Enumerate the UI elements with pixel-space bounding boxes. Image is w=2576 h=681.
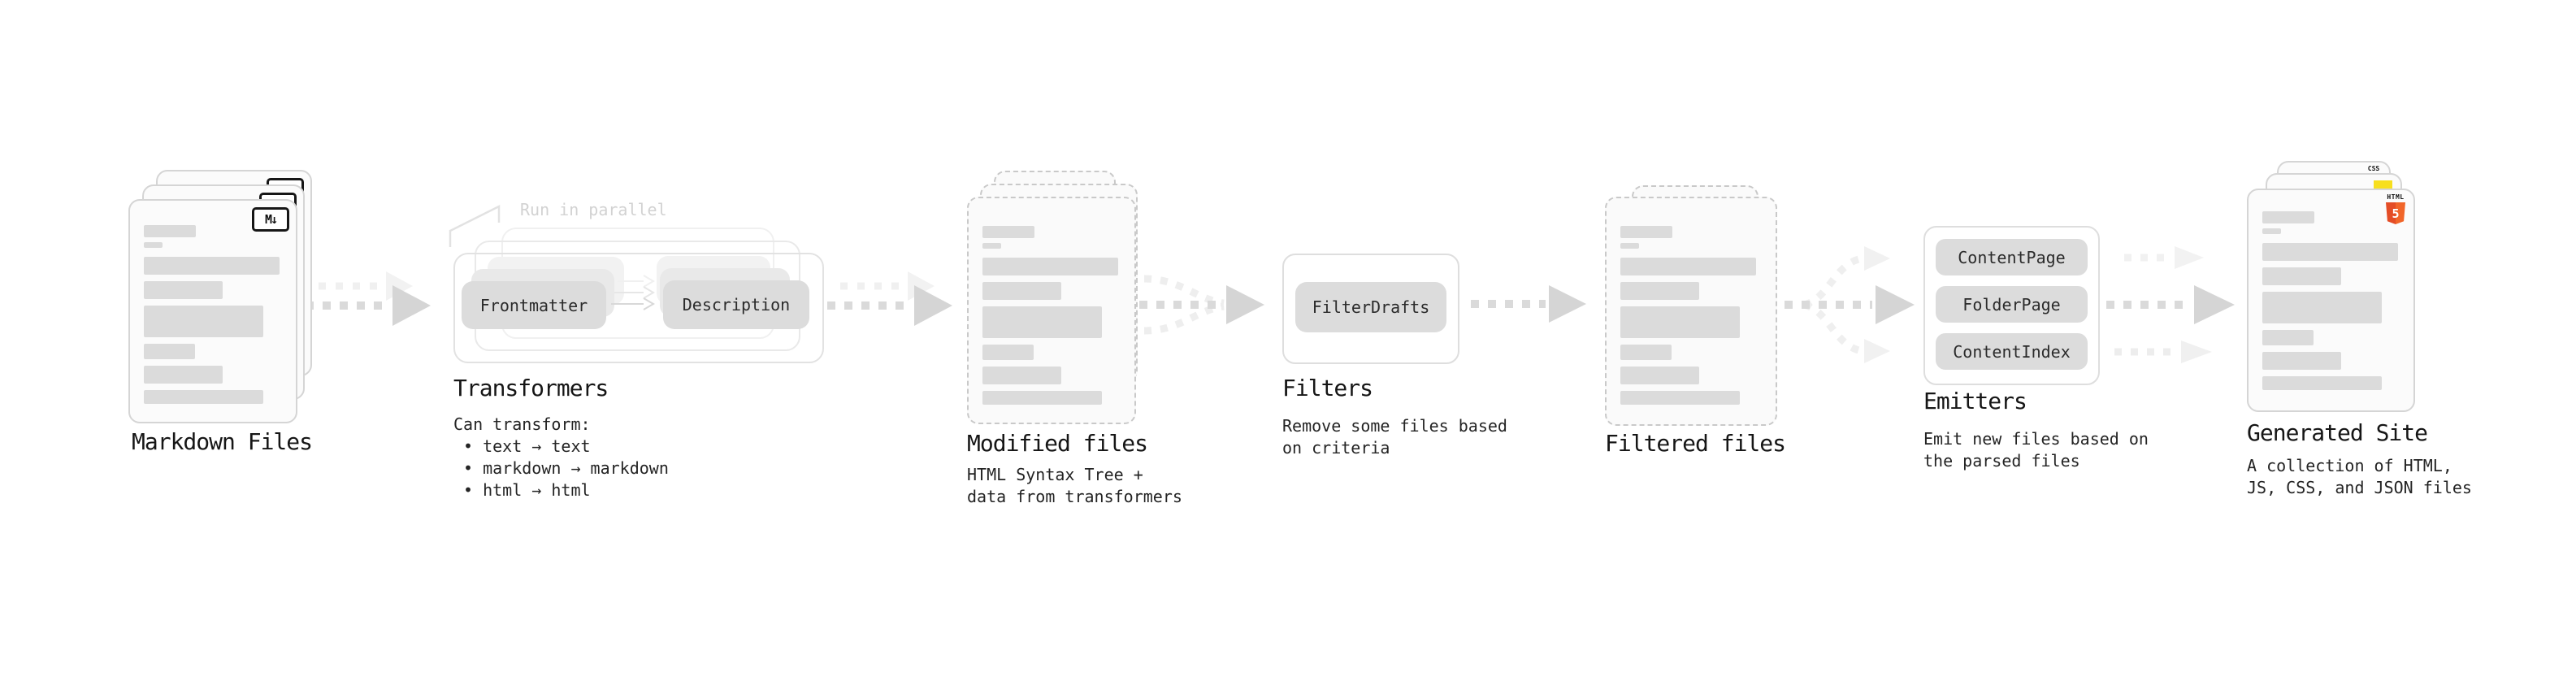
flow-arrow-modified-to-filters [1139, 275, 1264, 335]
doc-text-bar [982, 243, 1001, 249]
emitters-panel: ContentPage FolderPage ContentIndex [1923, 226, 2100, 385]
doc-text-bar [2262, 267, 2341, 285]
emitters-title: Emitters [1923, 388, 2027, 414]
transformers-bullet-list: • text → text • markdown → markdown • ht… [453, 436, 669, 501]
transformer-run-box-front [453, 253, 824, 363]
filters-panel: FilterDrafts [1282, 254, 1459, 364]
document-content-placeholder [1620, 226, 1760, 405]
modified-file-card-front [967, 197, 1136, 424]
emitter-contentindex-chip: ContentIndex [1936, 333, 2088, 370]
doc-text-bar [2262, 376, 2382, 390]
doc-text-bar [1620, 391, 1740, 405]
doc-text-bar [144, 225, 196, 237]
doc-text-bar [1620, 367, 1699, 384]
doc-text-bar [982, 391, 1102, 405]
doc-text-bar [2262, 292, 2382, 323]
emitter-contentpage-chip: ContentPage [1936, 239, 2088, 275]
filters-title: Filters [1282, 375, 1373, 401]
doc-text-bar [2262, 352, 2341, 370]
filtered-files-title: Filtered files [1605, 430, 1786, 457]
filter-drafts-chip: FilterDrafts [1295, 282, 1446, 332]
document-content-placeholder [144, 225, 280, 404]
doc-text-bar [982, 367, 1061, 384]
doc-text-bar [982, 345, 1034, 360]
filtered-file-card-front [1605, 197, 1777, 426]
html5-icon-number: 5 [2392, 206, 2400, 221]
doc-text-bar [2262, 243, 2398, 261]
markdown-file-card-front: M↓ [128, 199, 297, 423]
filters-caption: Remove some files based on criteria [1282, 416, 1507, 458]
doc-text-bar [1620, 258, 1756, 275]
transformers-bullet: • text → text [463, 436, 591, 456]
doc-text-bar [144, 390, 263, 404]
doc-text-bar [1620, 282, 1699, 300]
doc-text-bar [982, 258, 1118, 275]
doc-text-bar [982, 282, 1061, 300]
css-icon-label: CSS [2367, 165, 2380, 172]
callout-line [449, 204, 501, 247]
generated-site-title: Generated Site [2247, 419, 2428, 446]
emitter-folderpage-chip: FolderPage [1936, 286, 2088, 323]
doc-text-bar [144, 257, 280, 275]
transformers-bullet: • html → html [463, 480, 591, 500]
flow-arrow-transformers-to-modified [827, 271, 952, 326]
flow-arrow-filtered-to-emitters [1785, 246, 1915, 363]
site-file-card-html: HTML 5 [2247, 189, 2415, 412]
document-content-placeholder [982, 226, 1119, 405]
transformers-caption: Can transform: [453, 414, 591, 434]
emitters-caption: Emit new files based on the parsed files [1923, 429, 2149, 471]
markdown-icon: M↓ [252, 207, 289, 232]
html5-icon: HTML 5 [2385, 193, 2406, 224]
flow-arrow-filters-to-filtered [1471, 285, 1586, 323]
doc-text-bar [1620, 345, 1672, 360]
html5-icon-shield: 5 [2386, 202, 2405, 224]
doc-text-bar [144, 281, 223, 299]
doc-text-bar [982, 226, 1034, 238]
doc-text-bar [982, 306, 1102, 338]
doc-text-bar [1620, 226, 1672, 238]
flow-arrow-markdown-to-transformers [306, 271, 431, 326]
transformer-frontmatter-chip: Frontmatter [462, 281, 606, 329]
html5-icon-label: HTML [2387, 193, 2405, 201]
run-in-parallel-note: Run in parallel [520, 200, 667, 219]
flow-arrows-emitters-to-site [2106, 246, 2235, 363]
doc-text-bar [2262, 211, 2314, 223]
js-file-icon [2374, 180, 2392, 189]
doc-text-bar [144, 344, 195, 359]
doc-text-bar [144, 242, 163, 248]
doc-text-bar [144, 306, 263, 337]
doc-text-bar [1620, 306, 1740, 338]
doc-text-bar [2262, 228, 2281, 234]
markdown-files-title: Markdown Files [132, 428, 313, 455]
modified-files-title: Modified files [967, 430, 1148, 457]
doc-text-bar [144, 366, 223, 384]
generated-site-caption: A collection of HTML, JS, CSS, and JSON … [2247, 456, 2472, 497]
emitter-list: ContentPage FolderPage ContentIndex [1925, 228, 2098, 370]
transformers-bullet: • markdown → markdown [463, 458, 669, 478]
modified-files-caption: HTML Syntax Tree + data from transformer… [967, 465, 1182, 506]
parallel-step-arrows [611, 275, 655, 310]
doc-text-bar [2262, 330, 2314, 345]
transformer-description-chip: Description [663, 280, 809, 329]
doc-text-bar [1620, 243, 1639, 249]
transformers-title: Transformers [453, 375, 609, 401]
document-content-placeholder [2262, 211, 2398, 390]
